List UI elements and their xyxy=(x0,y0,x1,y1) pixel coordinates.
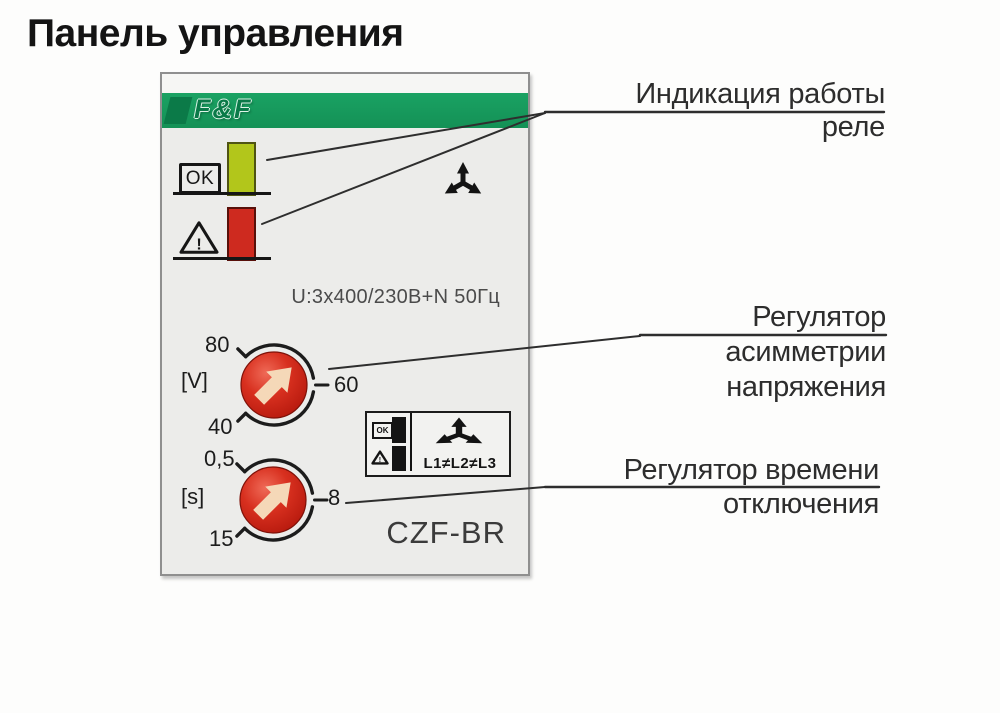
ok-underline xyxy=(173,192,271,195)
time-knob-pointer xyxy=(253,482,291,520)
page-title: Панель управления xyxy=(27,12,404,55)
legend-warning-exclamation: ! xyxy=(379,456,381,464)
callout-asym-line1: Регулятор xyxy=(752,301,886,333)
callout-asymmetry-regulator: Регулятор асимметрии напряжения xyxy=(725,300,886,405)
time-scale-8: 8 xyxy=(328,485,341,510)
legend-phase-text: L1≠L2≠L3 xyxy=(423,455,497,472)
legend-warning-icon: ! xyxy=(371,450,389,465)
tick-80 xyxy=(236,347,248,359)
ok-led xyxy=(227,142,256,196)
device-panel: F&F OK ! U:3x400/230В+N 50Гц xyxy=(160,72,530,576)
callout-time-line2: отключения xyxy=(723,488,879,520)
legend-divider xyxy=(410,413,412,471)
voltage-scale-40: 40 xyxy=(208,414,233,439)
warning-triangle-icon: ! xyxy=(179,221,219,254)
voltage-knob xyxy=(236,343,330,427)
callout-asym-line2: асимметрии xyxy=(725,336,886,368)
time-unit: [s] xyxy=(181,484,205,509)
brand-logo: F&F xyxy=(194,94,253,124)
phase-arrows-icon xyxy=(444,162,482,194)
model-label: CZF-BR xyxy=(386,515,506,550)
callout-time-line1: Регулятор времени xyxy=(623,454,880,486)
callout-relay-line1: Индикация работы xyxy=(635,78,885,110)
callout-asym-line3: напряжения xyxy=(726,371,886,403)
voltage-unit: [V] xyxy=(181,368,208,393)
panel-top-strip xyxy=(162,74,528,93)
brand-banner: F&F xyxy=(162,93,528,128)
voltage-scale-80: 80 xyxy=(205,332,230,357)
alarm-led xyxy=(227,207,256,261)
legend-ok-icon: OK xyxy=(372,422,393,439)
tick-15 xyxy=(235,526,247,538)
legend-ok-led-bar xyxy=(392,417,406,443)
callout-relay-line2: реле xyxy=(821,111,885,143)
legend-phase-arrows-icon xyxy=(435,417,483,444)
alarm-underline xyxy=(173,257,271,260)
warning-exclamation: ! xyxy=(196,235,201,253)
voltage-scale-60: 60 xyxy=(334,372,359,397)
voltage-knob-pointer xyxy=(254,367,292,405)
legend-alarm-led-bar xyxy=(392,446,406,471)
tick-05 xyxy=(235,462,247,474)
time-knob xyxy=(235,458,329,542)
rating-text: U:3x400/230В+N 50Гц xyxy=(291,286,500,308)
brand-logo-block xyxy=(163,97,193,124)
callout-relay-indication: Индикация работы реле xyxy=(635,78,885,144)
callout-time-regulator: Регулятор времени отключения xyxy=(623,453,880,521)
time-scale-05: 0,5 xyxy=(204,446,235,471)
time-scale-15: 15 xyxy=(209,526,234,551)
tick-40 xyxy=(236,411,248,423)
legend-box: OK ! L1≠L2≠L3 xyxy=(365,411,511,477)
ok-label-box: OK xyxy=(179,163,221,194)
